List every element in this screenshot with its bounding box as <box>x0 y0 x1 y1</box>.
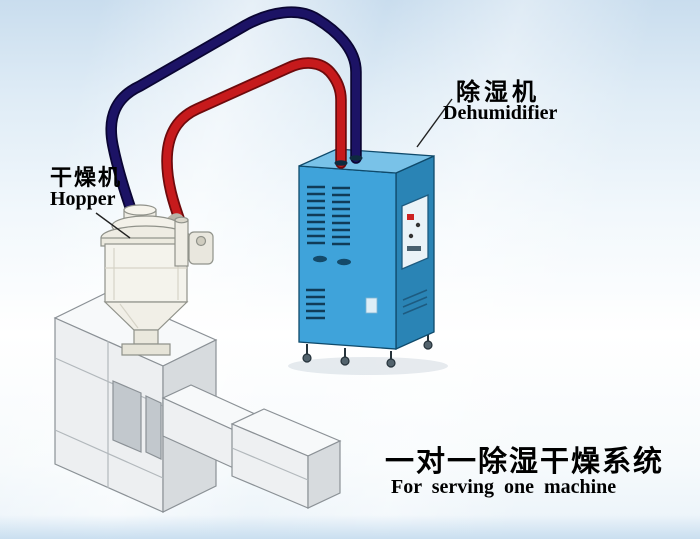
navy-hose <box>107 8 360 228</box>
dehumidifier-vent-grille-upper <box>307 185 350 246</box>
dehumidifier-label-en: Dehumidifier <box>443 102 558 124</box>
navy-hose-port <box>349 155 363 161</box>
dehumidifier-shadow <box>288 357 448 375</box>
hopper-duct <box>174 219 189 267</box>
dehumidifier-vent-grille-lower <box>306 288 325 320</box>
hopper-cone-shade <box>119 303 139 329</box>
caption-cn: 一对一除湿干燥系统 <box>385 446 665 478</box>
hopper-dryer <box>100 204 214 356</box>
extruder-diebox-seam <box>231 447 309 481</box>
dehumidifier-label-cn: 除湿机 <box>456 79 540 106</box>
dehumidifier-leader-line <box>416 98 453 148</box>
hopper-stand <box>133 329 159 345</box>
leader-lines <box>95 98 453 239</box>
hopper-blower-hub <box>195 235 207 247</box>
dehumidifier-handle-slot-2 <box>337 258 351 266</box>
hopper-duct-top <box>174 216 189 224</box>
hopper-stand-flange <box>121 343 171 356</box>
dehumidifier-unit <box>288 148 448 375</box>
red-hose-port <box>334 160 348 166</box>
extruder-diebox-side <box>307 440 341 509</box>
hose-ports <box>334 155 363 166</box>
extruder-door-1 <box>112 380 142 453</box>
hopper-inlet-cap-top <box>123 204 157 216</box>
dehumidifier-top-face <box>298 148 435 174</box>
hopper-label-cn: 干燥机 <box>50 165 123 190</box>
hopper-body <box>104 243 188 303</box>
dehumidifier-casters <box>302 333 433 368</box>
extruder-panel-seams <box>54 341 164 488</box>
hoses <box>105 6 362 230</box>
caption-en: For serving one machine <box>391 476 617 498</box>
dehumidifier-panel-controls <box>407 214 421 251</box>
dehumidifier-handle-slot-1 <box>313 255 327 263</box>
dehumidifier-side-vents <box>402 289 428 315</box>
background-bottom-band <box>0 515 700 539</box>
hopper-leader-line <box>95 212 131 239</box>
dehumidifier-control-panel <box>401 194 429 270</box>
hopper-blower-motor <box>188 231 214 265</box>
dehumidifier-sticker <box>365 297 378 314</box>
extruder-door-2 <box>145 395 162 460</box>
red-hose <box>163 59 345 228</box>
hopper-label-en: Hopper <box>50 188 116 210</box>
extruder-machine <box>53 291 342 513</box>
